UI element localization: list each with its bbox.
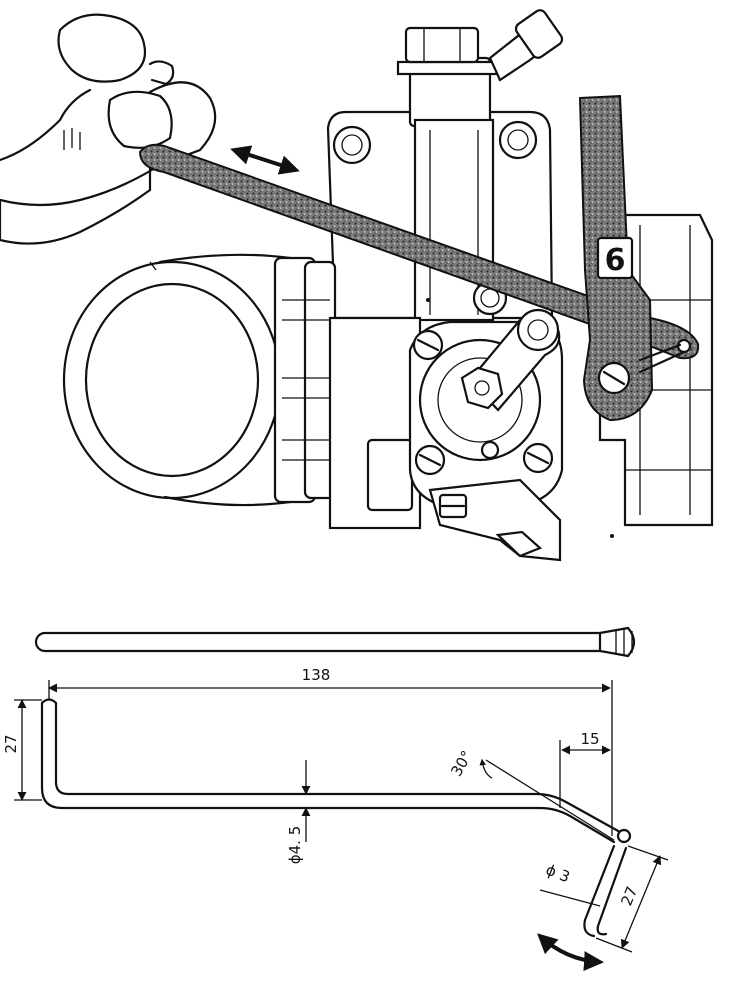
part-number-label: 6 [605, 243, 626, 278]
throttle-cover [408, 308, 564, 562]
rod-top-view [34, 626, 636, 658]
dim-offset-label: 15 [580, 730, 599, 748]
rotation-arrow [537, 933, 604, 972]
carburetor-illustration: 6 [0, 9, 714, 562]
dimension-hook-diameter: ϕ 3 [539, 860, 601, 907]
dimension-offset: 15 [559, 730, 611, 808]
support-tool: 6 [578, 94, 686, 422]
dimension-height: 27 [2, 699, 42, 801]
dimension-rod-diameter: ϕ4. 5 [286, 760, 311, 865]
push-pull-arrow [230, 145, 300, 175]
dim-length-label: 138 [302, 666, 331, 684]
dim-hook-length-label: 27 [617, 884, 641, 908]
dimension-length: 138 [48, 666, 613, 836]
dim-angle-label: 30° [447, 747, 476, 779]
rod-technical-drawing: 138 27 ϕ4. 5 15 30° [2, 626, 669, 972]
rod-side-view [40, 698, 632, 938]
intake-throat [62, 253, 422, 530]
adjustment-rod [138, 143, 700, 360]
dim-height-label: 27 [2, 734, 20, 753]
dim-hook-diameter-label: ϕ 3 [543, 860, 572, 886]
hand [0, 13, 217, 245]
dim-rod-diameter-label: ϕ4. 5 [286, 826, 304, 865]
